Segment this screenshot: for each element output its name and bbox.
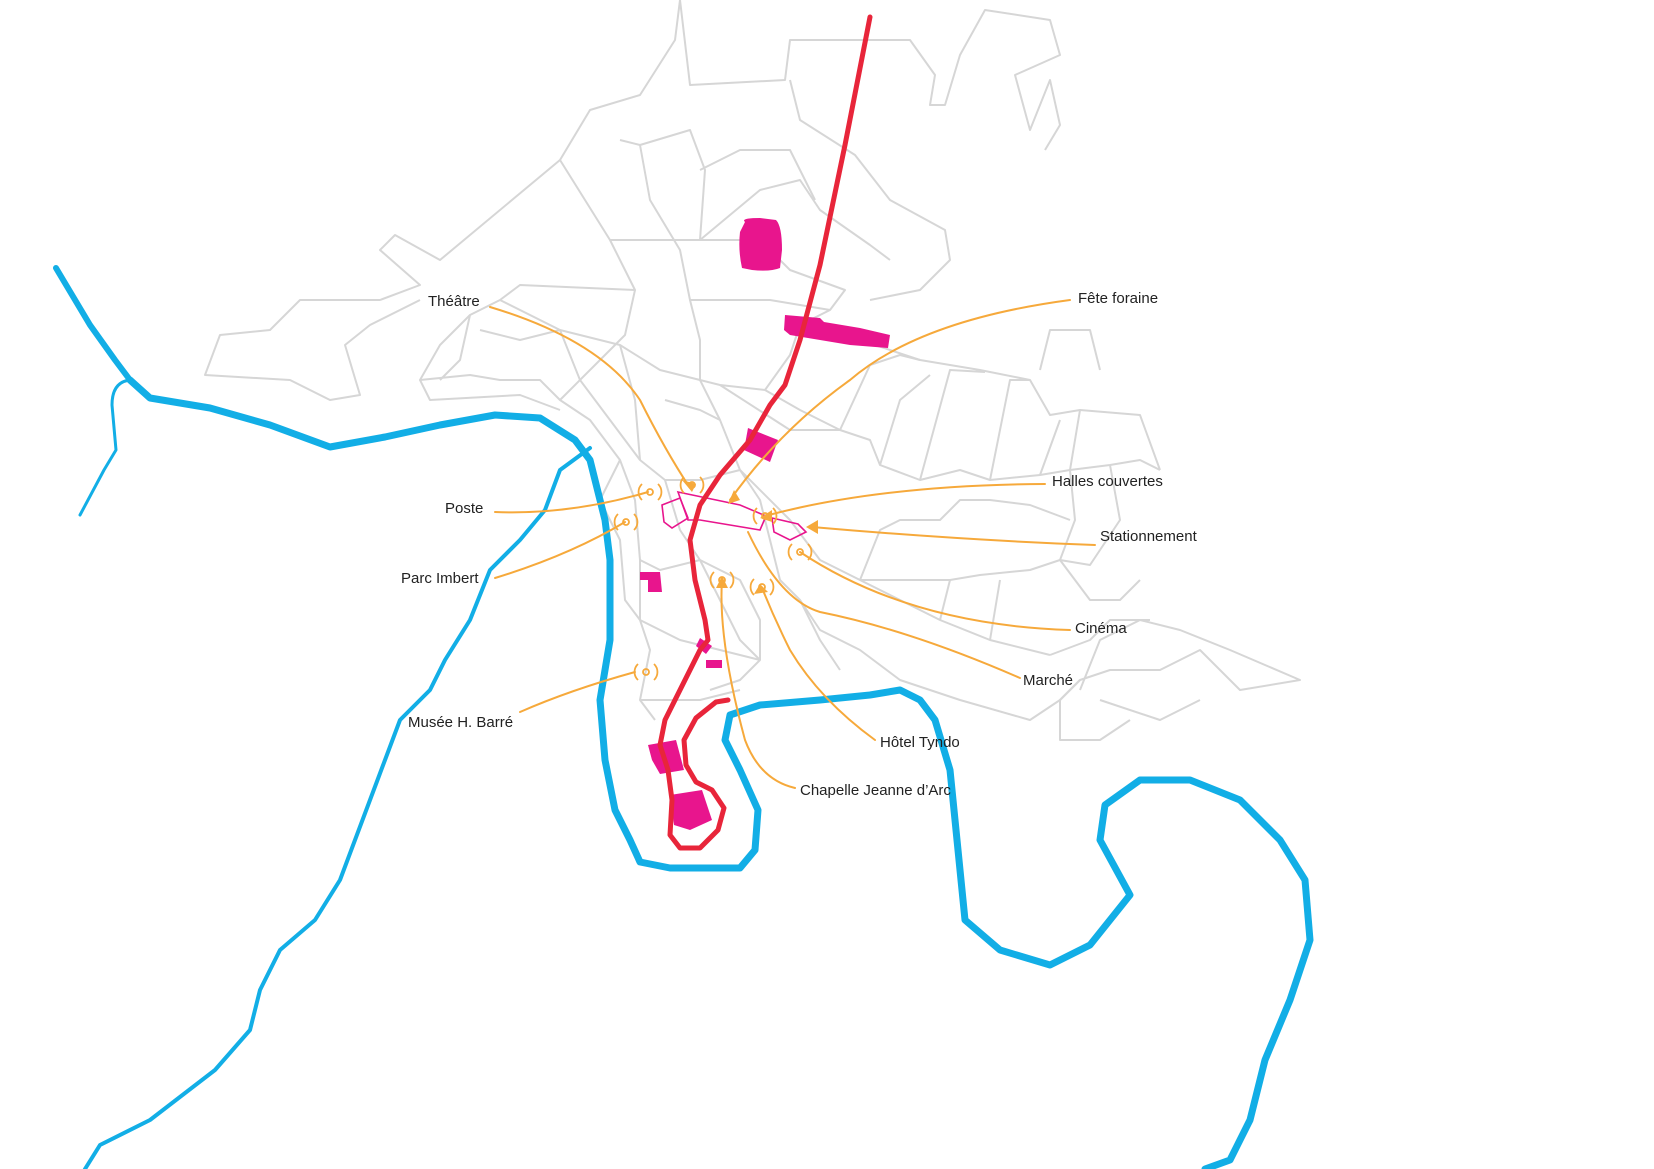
river-tributary-northwest <box>53 265 133 383</box>
marker-hotel <box>749 578 775 596</box>
river-main <box>126 376 1314 1169</box>
marker-halles <box>752 507 778 525</box>
label-halles-couvertes: Halles couvertes <box>1052 473 1163 490</box>
marker-musee <box>633 663 659 681</box>
arrowhead-fete <box>728 490 740 504</box>
marker-chapelle <box>709 571 735 589</box>
label-theatre: Théâtre <box>428 293 480 310</box>
river-stream-west <box>78 378 132 517</box>
label-musee: Musée H. Barré <box>408 714 514 731</box>
arrow-marche <box>747 531 1021 679</box>
building-north-block <box>744 428 778 462</box>
marker-parc <box>613 513 639 531</box>
building-fairground <box>784 315 890 348</box>
building-small-2 <box>706 660 722 668</box>
street-network <box>204 0 1301 741</box>
label-fete-foraine: Fête foraine <box>1078 290 1159 307</box>
building-west-block <box>640 572 662 592</box>
label-chapelle: Chapelle Jeanne d’Arc <box>800 782 951 799</box>
arrowhead-stationnement <box>806 520 818 534</box>
arrow-fete-foraine <box>729 299 1071 501</box>
label-cinema: Cinéma <box>1075 620 1127 637</box>
arrow-halles <box>764 483 1046 517</box>
arrow-stationnement <box>811 526 1096 546</box>
label-marche: Marché <box>1023 672 1074 689</box>
marker-poste <box>637 483 663 501</box>
marker-theatre <box>679 476 705 494</box>
poi-markers <box>613 476 813 681</box>
label-parc-imbert: Parc Imbert <box>401 570 479 587</box>
arrow-hotel <box>761 587 876 741</box>
arrowhead-chapelle <box>716 576 728 588</box>
label-hotel-tyndo: Hôtel Tyndo <box>880 734 960 751</box>
arrow-poste <box>494 491 649 514</box>
plaza-outlines <box>661 490 808 541</box>
arrow-theatre <box>489 306 691 489</box>
arrow-parc <box>494 521 626 579</box>
arrow-chapelle <box>720 579 796 789</box>
building-castle-south <box>670 790 712 830</box>
pointer-arrows <box>489 299 1096 789</box>
label-poste: Poste <box>445 500 484 517</box>
buildings <box>640 218 890 830</box>
building-stadium <box>739 218 782 271</box>
arrow-musee <box>519 671 636 713</box>
marker-cinema <box>787 543 813 561</box>
arrow-cinema <box>799 551 1071 631</box>
river-arm-south <box>83 446 592 1169</box>
rivers <box>53 265 1314 1169</box>
main-route <box>657 14 873 851</box>
label-stationnement: Stationnement <box>1100 528 1197 545</box>
